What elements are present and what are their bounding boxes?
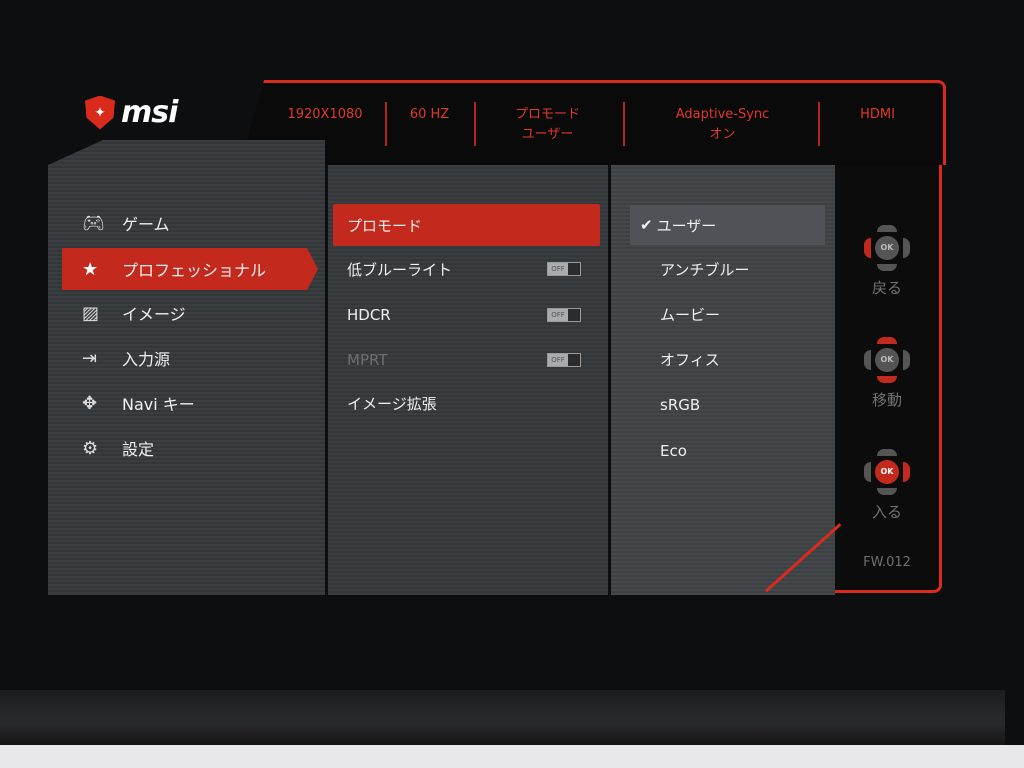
gear-icon: ⚙ (82, 437, 99, 459)
firmware-version: FW.012 (863, 555, 911, 570)
menu-item-game[interactable]: 🎮︎ゲーム (82, 212, 170, 235)
option-anti-blue[interactable]: アンチブルー (660, 260, 750, 279)
submenu-pro-mode[interactable]: プロモード (333, 204, 600, 246)
joystick-press-icon: OK (862, 447, 912, 497)
star-icon: ★ (82, 258, 99, 280)
low-blue-light-toggle[interactable]: OFF (547, 262, 581, 276)
divider (818, 102, 820, 146)
main-menu-panel (48, 140, 325, 595)
option-user[interactable]: ✔ユーザー (630, 205, 825, 245)
divider (474, 102, 476, 146)
hdcr-toggle[interactable]: OFF (547, 308, 581, 322)
input-text: HDMI (860, 107, 895, 122)
image-icon: ▨ (82, 302, 100, 324)
desk-surface (0, 745, 1024, 768)
option-srgb[interactable]: sRGB (660, 396, 701, 414)
menu-item-image[interactable]: ▨イメージ (82, 302, 186, 325)
gamepad-icon: 🎮︎ (82, 212, 105, 234)
divider (385, 102, 387, 146)
input-source-icon: ⇥ (82, 347, 98, 369)
hint-back: OK 戻る (835, 223, 939, 298)
menu-item-settings[interactable]: ⚙設定 (82, 437, 155, 460)
status-bar (240, 80, 946, 165)
option-office[interactable]: オフィス (660, 350, 720, 369)
msi-dragon-icon: ✦ (85, 95, 115, 130)
menu-item-navi-key[interactable]: ✥Navi キー (82, 392, 195, 415)
refresh-text: 60 HZ (409, 107, 450, 122)
resolution-text: 1920X1080 (287, 107, 363, 122)
menu-item-input-source[interactable]: ⇥入力源 (82, 347, 171, 370)
mode-text: プロモードユーザー (514, 107, 580, 142)
hint-move: OK 移動 (835, 335, 939, 410)
joystick-left-icon: OK (862, 223, 912, 273)
joystick-updown-icon: OK (862, 335, 912, 385)
msi-logo: ✦ msi (85, 95, 178, 130)
navi-key-icon: ✥ (82, 392, 98, 414)
menu-item-professional[interactable]: ★プロフェッショナル (62, 248, 318, 290)
monitor-bezel (0, 690, 1005, 745)
hint-enter: OK 入る (835, 447, 939, 522)
submenu-image-enhancement[interactable]: イメージ拡張 (347, 394, 437, 413)
mprt-toggle: OFF (547, 353, 581, 367)
option-movie[interactable]: ムービー (660, 305, 721, 324)
option-eco[interactable]: Eco (660, 442, 687, 460)
check-icon: ✔ (640, 216, 653, 234)
divider (623, 102, 625, 146)
